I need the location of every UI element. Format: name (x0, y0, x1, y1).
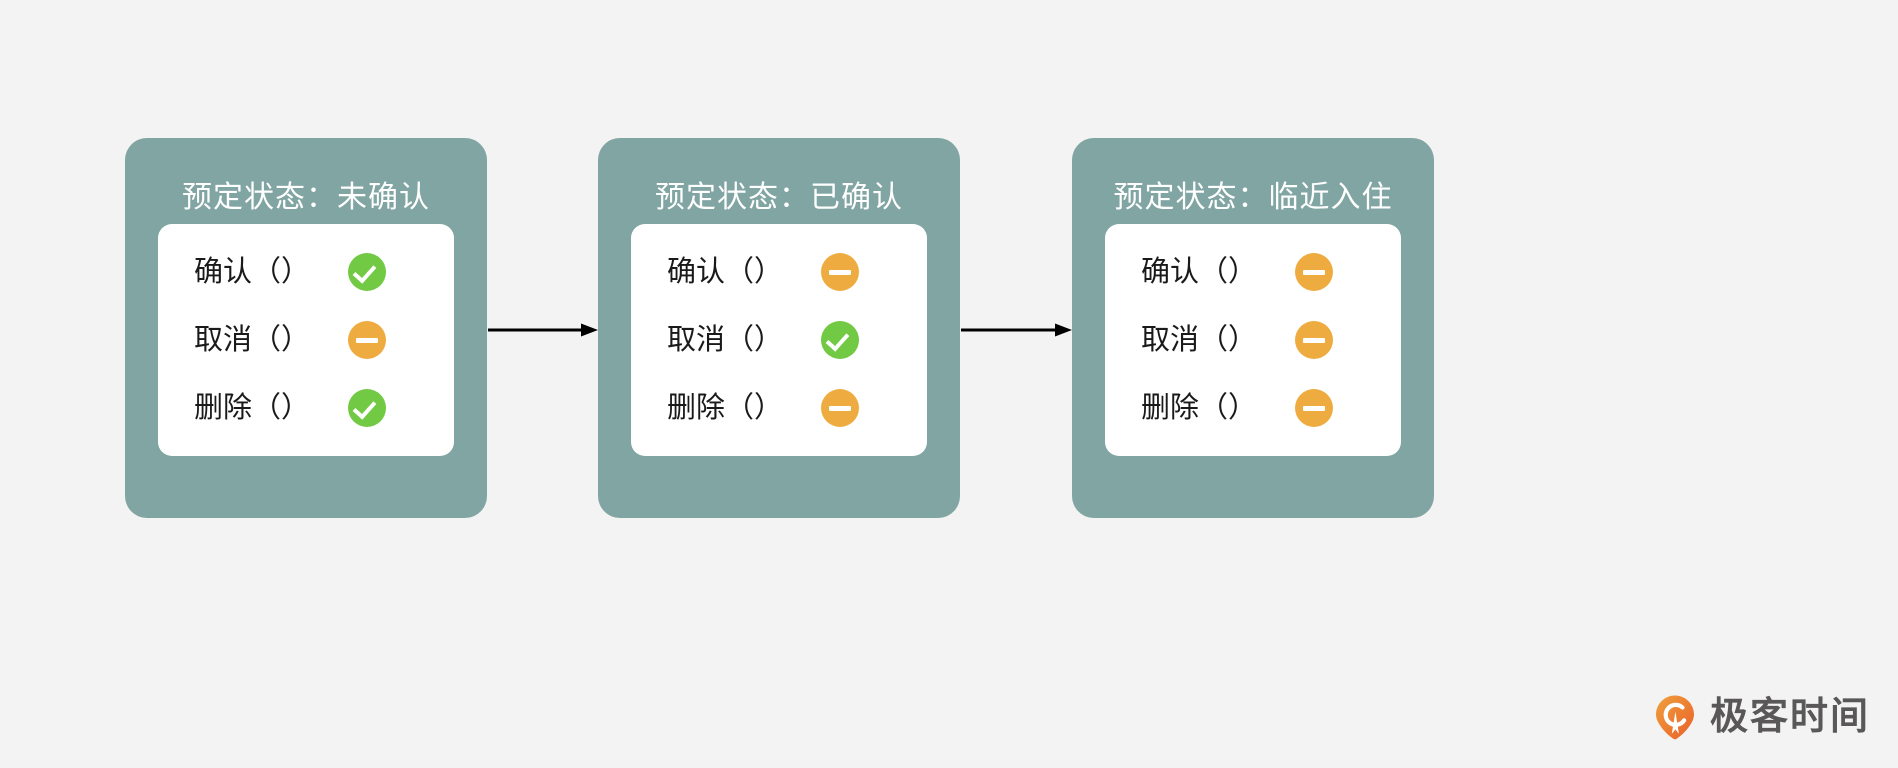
action-row: 确认（） (631, 244, 927, 300)
state-card-title: 预定状态：已确认 (655, 181, 903, 214)
minus-circle-icon (348, 321, 386, 359)
state-card-title: 预定状态：未确认 (182, 181, 430, 214)
action-label: 确认（） (667, 255, 784, 288)
minus-circle-icon (1295, 389, 1333, 427)
action-label: 取消（） (194, 323, 311, 356)
action-row: 取消（） (1105, 312, 1401, 368)
check-circle-icon (348, 389, 386, 427)
minus-circle-icon (821, 389, 859, 427)
action-label: 确认（） (1141, 255, 1258, 288)
watermark: 极客时间 (1652, 694, 1870, 740)
action-row: 确认（） (158, 244, 454, 300)
minus-circle-icon (1295, 321, 1333, 359)
state-card-2: 预定状态：临近入住确认（） 取消（） 删除（） (1072, 138, 1434, 518)
action-row: 确认（） (1105, 244, 1401, 300)
action-row: 删除（） (1105, 380, 1401, 436)
arrow-right-icon (488, 323, 598, 337)
action-list: 确认（） 取消（） 删除（） (158, 224, 454, 456)
minus-circle-icon (1295, 253, 1333, 291)
action-list: 确认（） 取消（） 删除（） (1105, 224, 1401, 456)
action-label: 确认（） (194, 255, 311, 288)
action-label: 删除（） (667, 391, 784, 424)
action-label: 删除（） (194, 391, 311, 424)
action-label: 取消（） (1141, 323, 1258, 356)
action-row: 删除（） (631, 380, 927, 436)
action-label: 取消（） (667, 323, 784, 356)
state-card-1: 预定状态：已确认确认（） 取消（） 删除（） (598, 138, 960, 518)
action-row: 取消（） (158, 312, 454, 368)
arrow-right-icon (961, 323, 1072, 337)
action-row: 取消（） (631, 312, 927, 368)
action-row: 删除（） (158, 380, 454, 436)
watermark-text: 极客时间 (1709, 696, 1870, 738)
action-list: 确认（） 取消（） 删除（） (631, 224, 927, 456)
check-circle-icon (821, 321, 859, 359)
state-card-title: 预定状态：临近入住 (1113, 181, 1393, 214)
geekbang-logo-icon (1652, 694, 1698, 740)
minus-circle-icon (821, 253, 859, 291)
state-card-0: 预定状态：未确认确认（） 取消（） 删除（） (125, 138, 487, 518)
check-circle-icon (348, 253, 386, 291)
action-label: 删除（） (1141, 391, 1258, 424)
